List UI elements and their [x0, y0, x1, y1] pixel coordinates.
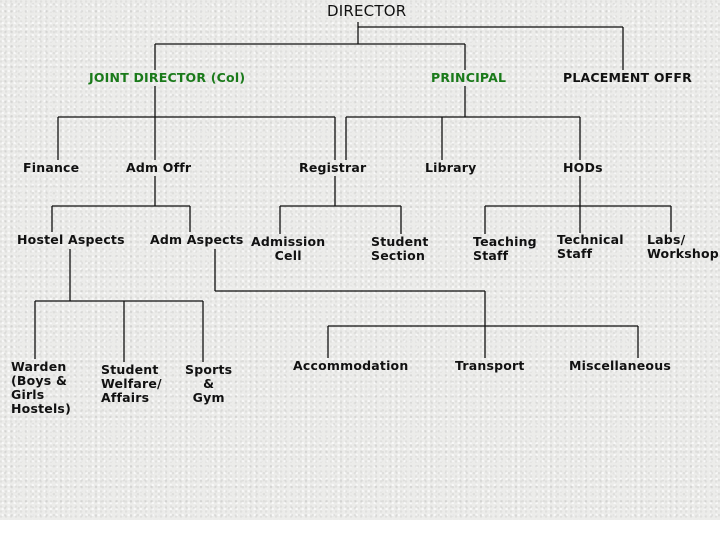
node-student-welfare: Student Welfare/ Affairs [101, 362, 162, 405]
node-student-section: Student Section [371, 234, 429, 263]
node-accommodation: Accommodation [293, 358, 409, 373]
node-joint-director: JOINT DIRECTOR (Col) [89, 70, 246, 85]
node-library: Library [425, 160, 477, 175]
node-hostel-aspects: Hostel Aspects [17, 232, 125, 247]
org-chart: DIRECTOR JOINT DIRECTOR (Col) PRINCIPAL … [0, 0, 720, 520]
node-sports-gym: Sports & Gym [185, 362, 233, 405]
node-warden: Warden (Boys & Girls Hostels) [11, 359, 71, 416]
node-admission-cell: Admission Cell [251, 234, 326, 263]
node-labs-workshop: Labs/ Workshop [647, 232, 719, 261]
node-finance: Finance [23, 160, 80, 175]
node-transport: Transport [455, 358, 525, 373]
node-director: DIRECTOR [327, 2, 407, 20]
node-registrar: Registrar [299, 160, 367, 175]
node-adm-offr: Adm Offr [126, 160, 192, 175]
node-principal: PRINCIPAL [431, 70, 507, 85]
node-hods: HODs [563, 160, 603, 175]
node-teaching-staff: Teaching Staff [473, 234, 537, 263]
node-miscellaneous: Miscellaneous [569, 358, 671, 373]
node-adm-aspects: Adm Aspects [150, 232, 244, 247]
node-placement-offr: PLACEMENT OFFR [563, 70, 692, 85]
node-technical-staff: Technical Staff [557, 232, 624, 261]
connector-lines [34, 22, 672, 362]
